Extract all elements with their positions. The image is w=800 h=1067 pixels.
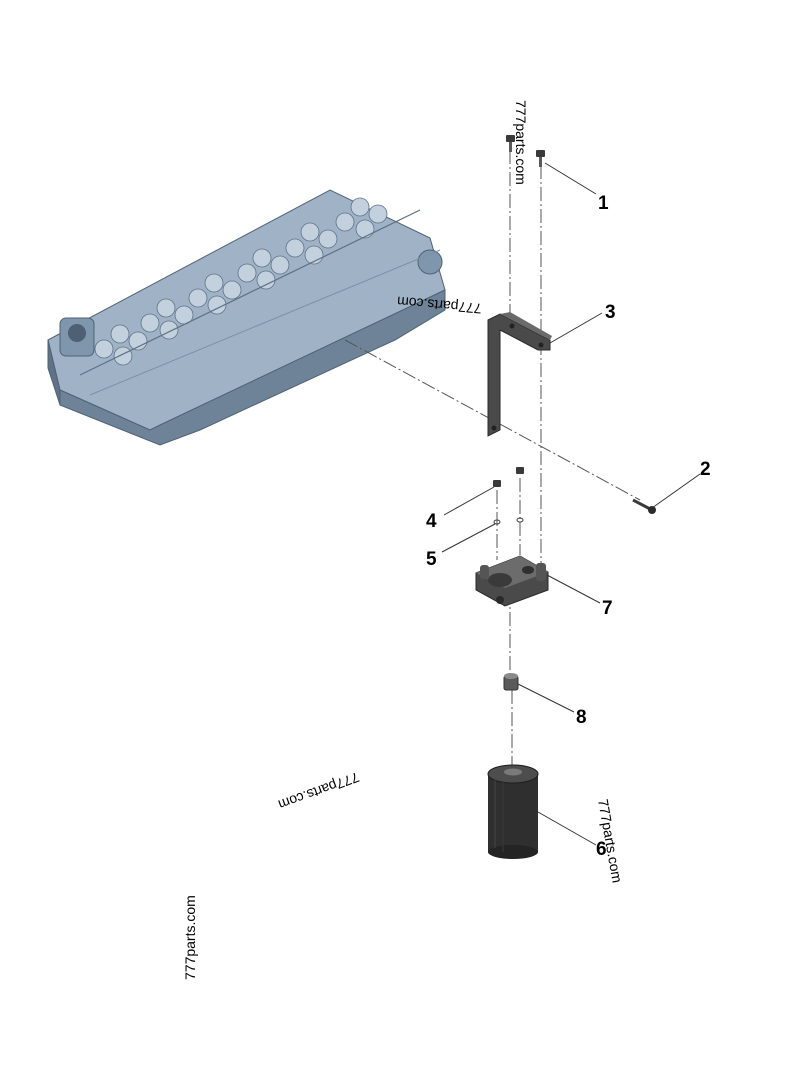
oil-filter-part-6 <box>487 764 539 859</box>
callout-4: 4 <box>426 511 437 532</box>
bracket-part-3 <box>487 312 552 437</box>
filter-head-part-7 <box>475 555 549 607</box>
callout-2: 2 <box>700 459 711 480</box>
bolt-part-1 <box>506 135 545 167</box>
callout-5: 5 <box>426 549 437 570</box>
callout-6: 6 <box>596 839 607 860</box>
callout-8: 8 <box>576 707 587 728</box>
watermark-top-vertical: 777parts.com <box>513 100 529 185</box>
callout-7: 7 <box>602 598 613 619</box>
watermark-middle: 777parts.com <box>276 769 361 813</box>
leader-lines <box>441 162 701 846</box>
bolt-part-4 <box>493 467 524 487</box>
watermark-head: 777parts.com <box>396 294 482 317</box>
callout-labels: 1 2 3 4 5 6 7 8 <box>426 193 711 860</box>
cylinder-head <box>47 189 446 446</box>
seal-ring-part-5 <box>493 517 524 525</box>
alignment-lines <box>344 150 641 770</box>
adapter-part-8 <box>503 673 519 691</box>
callout-1: 1 <box>598 193 609 214</box>
bolt-part-2 <box>632 498 656 514</box>
watermark-bottom-left: 777parts.com <box>182 895 198 980</box>
callout-3: 3 <box>605 302 616 323</box>
